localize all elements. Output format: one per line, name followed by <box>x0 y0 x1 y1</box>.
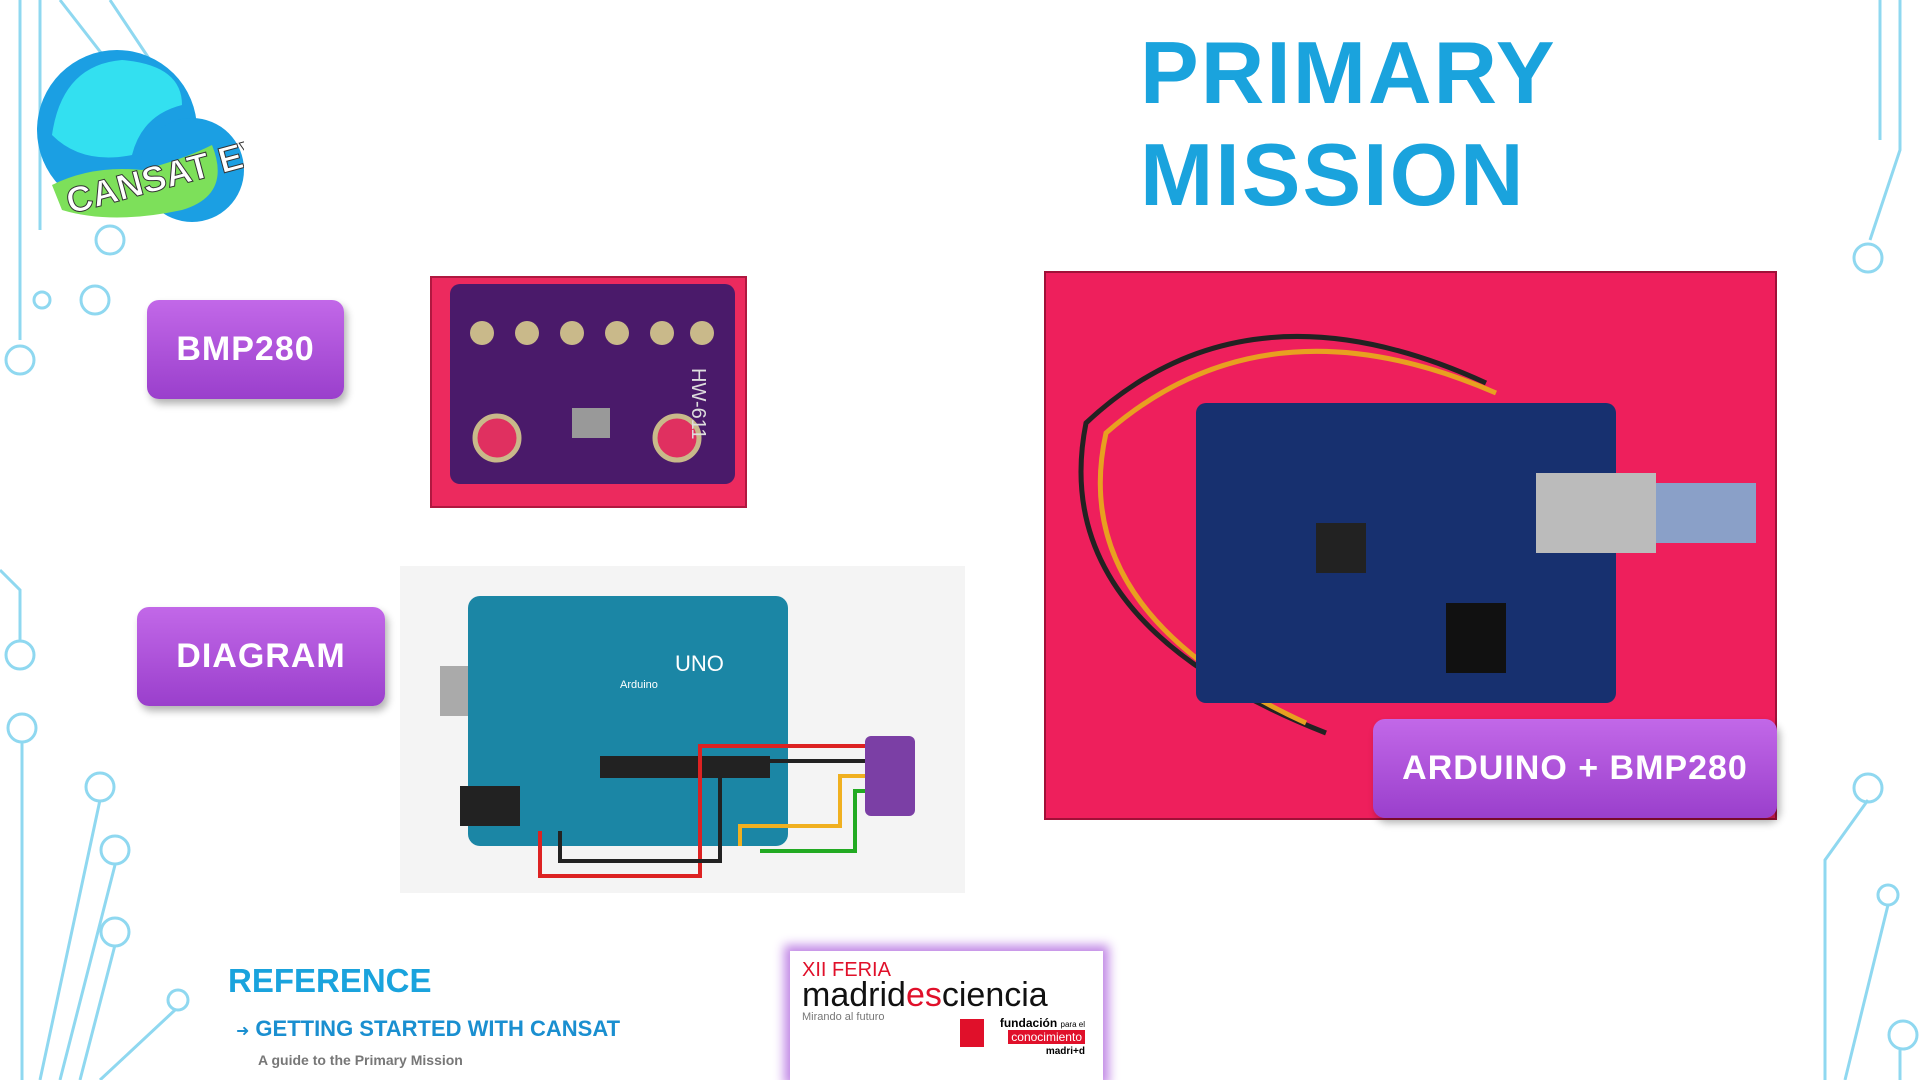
feria-text: XII FERIA <box>802 959 891 981</box>
madrid-es-ciencia-logo: XII FERIA madridesciencia Mirando al fut… <box>790 951 1103 1080</box>
cansat-eva-logo: CANSAT EVA <box>22 45 294 230</box>
bmp280-label: BMP280 <box>147 300 344 399</box>
ciencia-text: ciencia <box>941 976 1048 1014</box>
conocimiento-text: conocimiento <box>1008 1030 1085 1044</box>
arduino-bmp280-label: ARDUINO + BMP280 <box>1373 719 1777 818</box>
fundacion-text: fundación <box>999 1016 1058 1030</box>
tagline: Mirando al futuro <box>802 1011 885 1023</box>
arduino-text: Arduino <box>620 679 658 691</box>
reference-heading: REFERENCE <box>228 962 432 999</box>
page-title: PRIMARY MISSION <box>1140 23 1555 224</box>
madrid-d-text: madri+d <box>1045 1046 1085 1057</box>
bmp-board-text: HW-611 <box>687 368 709 440</box>
bmp280-photo: HW-611 <box>430 276 747 508</box>
link-text: GETTING STARTED WITH CANSAT <box>255 1016 621 1041</box>
es-text: es <box>905 976 942 1014</box>
reference-subtitle: A guide to the Primary Mission <box>258 1052 463 1068</box>
wiring-diagram: UNO Arduino <box>400 566 965 893</box>
uno-text: UNO <box>675 651 724 676</box>
madrid-text: madrid <box>802 976 906 1014</box>
getting-started-link[interactable]: ➜ GETTING STARTED WITH CANSAT <box>236 1016 620 1042</box>
para-text: para el <box>1060 1020 1085 1029</box>
madrid-flag-icon <box>960 1019 984 1047</box>
arrow-icon: ➜ <box>236 1023 250 1040</box>
diagram-label: DIAGRAM <box>137 607 385 706</box>
